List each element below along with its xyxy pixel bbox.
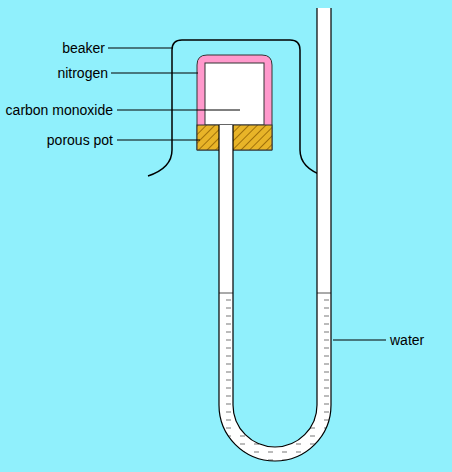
pot-wall xyxy=(197,55,272,150)
part-label: porous pot xyxy=(47,132,113,148)
leader-line xyxy=(117,140,200,141)
u-tube xyxy=(219,8,331,461)
part-label: beaker xyxy=(62,40,105,56)
leader-line xyxy=(111,73,198,74)
water-level xyxy=(317,293,331,294)
leader-line xyxy=(108,48,172,49)
pot-interior xyxy=(205,63,264,125)
part-label: carbon monoxide xyxy=(6,102,113,118)
tube-inside xyxy=(219,8,331,461)
part-label: nitrogen xyxy=(57,65,108,81)
leader-line xyxy=(117,110,240,111)
beaker-outline xyxy=(148,40,324,176)
water-fill xyxy=(210,293,340,472)
part-label: water xyxy=(390,332,424,348)
pot-base xyxy=(197,125,272,150)
leader-line xyxy=(333,340,386,341)
water-level xyxy=(219,293,233,294)
